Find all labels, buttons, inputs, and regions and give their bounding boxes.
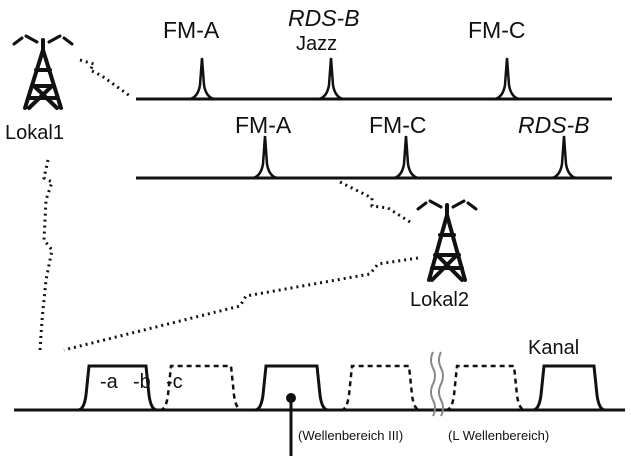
channel-label-b: -b (133, 371, 151, 393)
label-fm-c-mid: FM-C (369, 112, 426, 138)
label-fm-a-top: FM-A (163, 17, 220, 43)
spectrum-bottom: -a -b -c Kanal (Wellenbereich III) (L We… (14, 337, 625, 456)
channel-block-3 (532, 364, 606, 412)
signal-path-mid-lokal2 (339, 180, 411, 224)
antenna-tower-icon (12, 34, 74, 110)
channel-block-dashed-1 (159, 364, 243, 412)
label-fm-a-mid: FM-A (235, 112, 292, 138)
label-rds-b-top: RDS-B (288, 5, 360, 31)
signal-path-lokal1-top (79, 58, 131, 98)
peak-fm-c-top (494, 57, 520, 101)
label-jazz-top: Jazz (296, 33, 337, 55)
peak-fm-c-mid (393, 135, 419, 180)
signal-paths (38, 58, 419, 352)
channel-label-a: -a (100, 371, 119, 393)
station-label-lokal2: Lokal2 (410, 289, 469, 311)
band-label-l: (L Wellenbereich) (448, 428, 549, 443)
label-fm-c-top: FM-C (468, 17, 525, 43)
peak-rds-b-mid (551, 135, 577, 180)
channel-label-c: -c (166, 371, 183, 393)
channel-block-dashed-2 (340, 364, 421, 412)
channel-block-dashed-3 (445, 364, 526, 412)
channel-label-kanal: Kanal (528, 337, 579, 359)
peak-rds-b-top (318, 57, 344, 101)
spectrum-top: FM-A RDS-B Jazz FM-C (136, 5, 612, 101)
signal-path-lokal1-down (38, 159, 54, 351)
pointer-dot (286, 393, 296, 403)
spectrum-middle: FM-A FM-C RDS-B (136, 112, 612, 180)
band-label-iii: (Wellenbereich III) (298, 428, 403, 443)
peak-fm-a-top (189, 57, 215, 101)
channel-block-2 (254, 364, 329, 412)
label-rds-b-mid: RDS-B (518, 112, 590, 138)
antenna-tower-icon (416, 199, 478, 282)
station-label-lokal1: Lokal1 (5, 122, 64, 144)
signal-path-lokal2-base (63, 256, 419, 352)
channel-block-1 (77, 364, 158, 412)
break-mark-icon (430, 351, 444, 417)
peak-fm-a-mid (252, 135, 278, 180)
